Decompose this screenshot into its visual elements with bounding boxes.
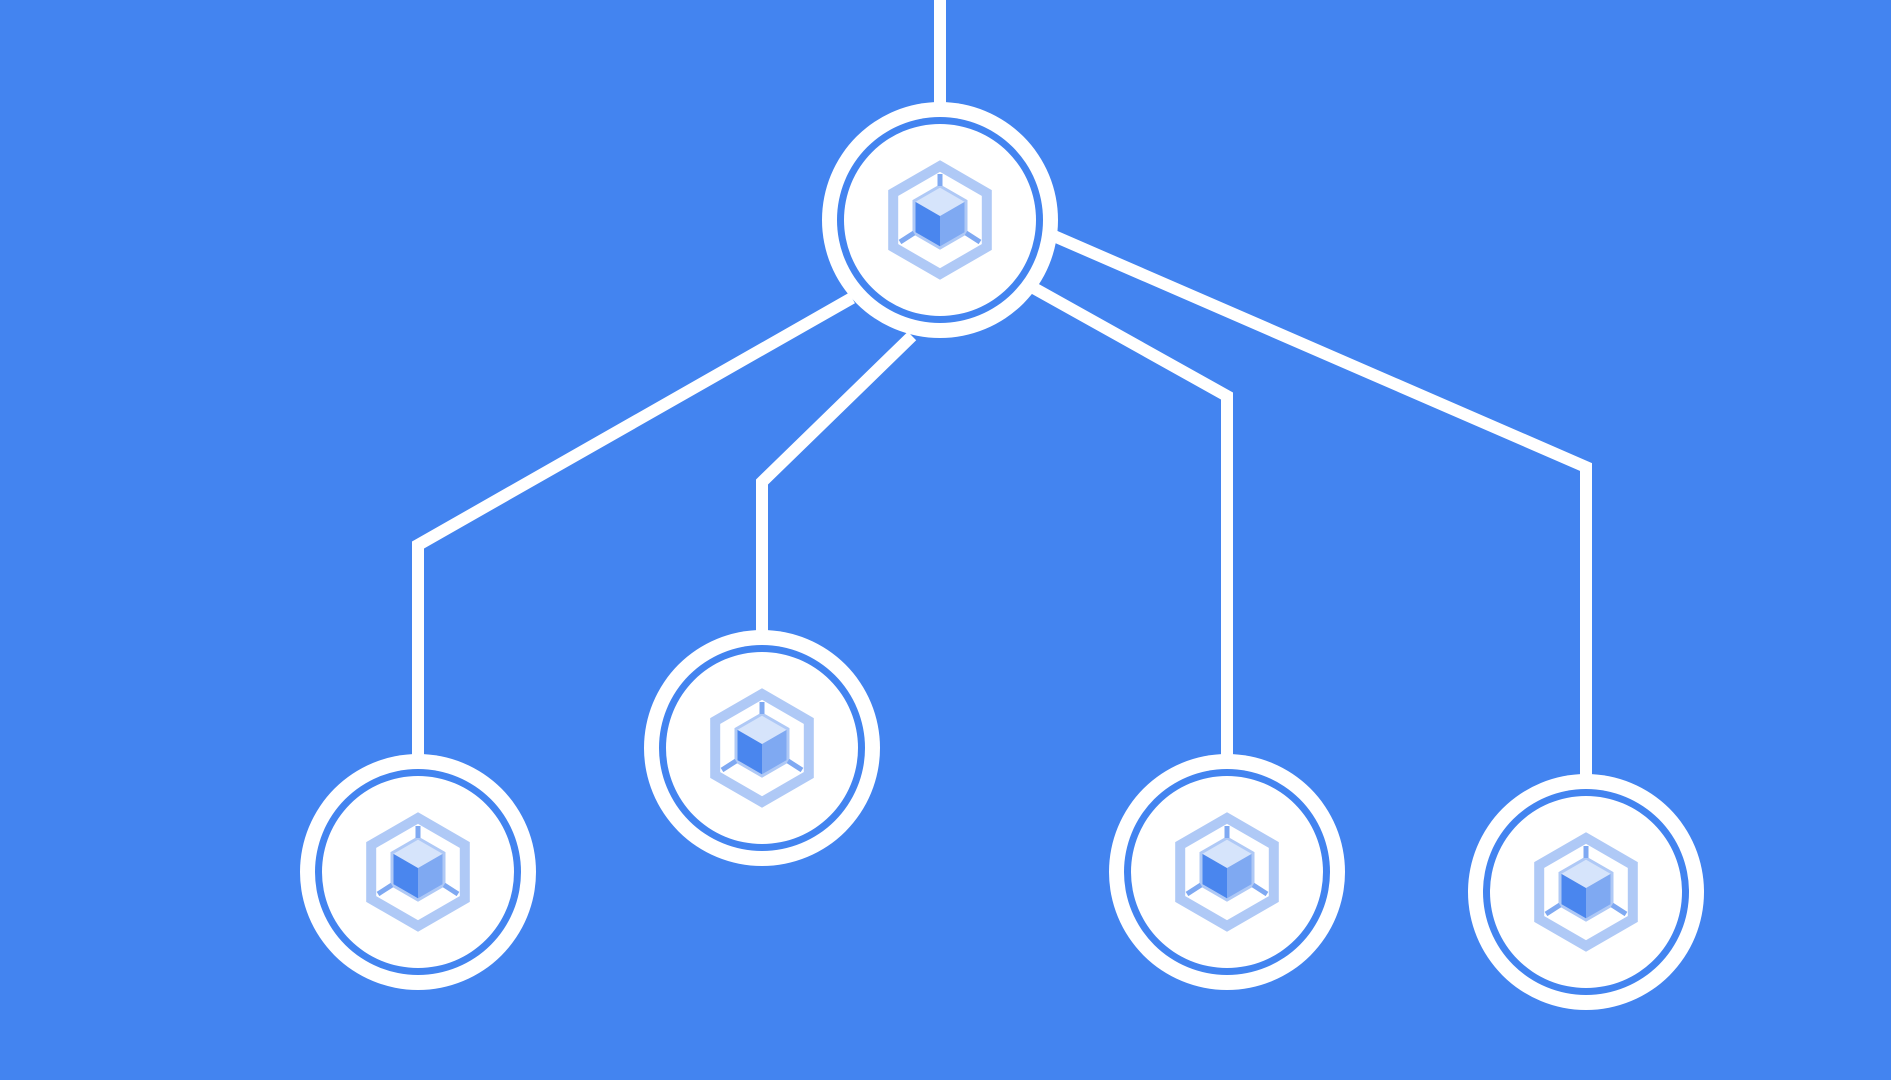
node-child-4 bbox=[1468, 774, 1704, 1010]
edge-root-to-child-4 bbox=[1051, 230, 1592, 785]
edge-root-to-child-3 bbox=[1027, 280, 1233, 765]
diagram-nodes bbox=[300, 102, 1704, 1010]
node-child-1 bbox=[300, 754, 536, 990]
cube-node-icon bbox=[888, 160, 992, 280]
node-child-3 bbox=[1109, 754, 1345, 990]
cube-node-icon bbox=[366, 812, 470, 932]
node-child-2 bbox=[644, 630, 880, 866]
cube-node-icon bbox=[1175, 812, 1279, 932]
node-root bbox=[822, 102, 1058, 338]
edge-root-to-child-2 bbox=[756, 331, 917, 640]
connector-lines bbox=[412, 0, 1592, 785]
edge-root-to-child-1 bbox=[412, 292, 855, 765]
cube-node-icon bbox=[710, 688, 814, 808]
cube-node-icon bbox=[1534, 832, 1638, 952]
